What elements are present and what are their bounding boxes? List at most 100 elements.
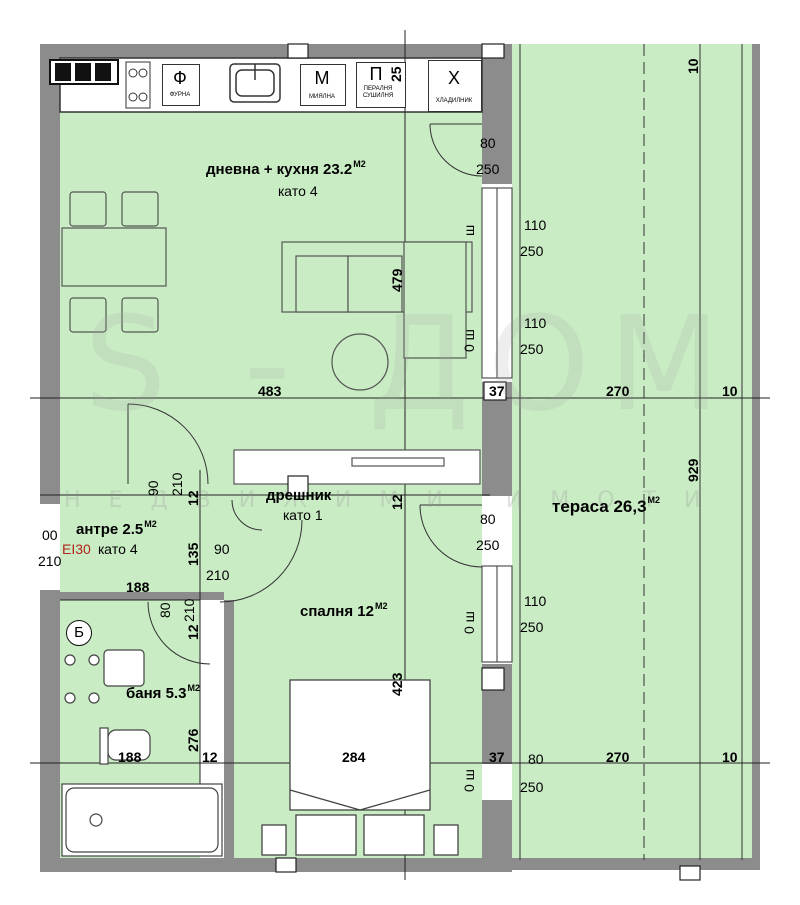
dishwasher-symbol: М xyxy=(314,68,330,88)
windows xyxy=(481,187,513,663)
dim-row1-b: 37 xyxy=(489,383,505,399)
hall-unit: M2 xyxy=(144,519,157,529)
bath-name: баня 5.3 xyxy=(126,685,187,702)
dim-win3-sill: 0 ш xyxy=(461,611,477,634)
dim-door2-h: 250 xyxy=(476,537,500,553)
fridge-box xyxy=(428,60,482,112)
dim-win2-sill: 0 ш xyxy=(461,329,477,352)
hall-fill xyxy=(60,492,232,600)
wall-terrace-bottom xyxy=(512,858,760,870)
sofa xyxy=(281,241,473,359)
oven-symbol: Ф xyxy=(173,68,187,88)
bath-fixtures xyxy=(61,649,223,857)
bed xyxy=(261,679,459,856)
wardrobe xyxy=(233,449,481,485)
dim-row2-270: 270 xyxy=(606,749,630,765)
closet-floor: кaто 1 xyxy=(283,507,323,523)
dim-living-depth: 479 xyxy=(389,268,405,292)
washer-symbol: П xyxy=(369,64,383,84)
bedroom-unit: M2 xyxy=(374,601,388,611)
dim-wall-12c: 12 xyxy=(185,624,201,640)
dim-win3-w: 110 xyxy=(524,593,547,609)
dining-set xyxy=(61,191,167,333)
wall-top xyxy=(40,44,512,58)
wall-right-2 xyxy=(482,382,512,496)
wall-left-lower xyxy=(40,590,60,872)
dim-bath-door-w: 80 xyxy=(157,602,173,618)
oven-box xyxy=(162,64,200,106)
wall-left xyxy=(40,44,60,504)
watermark-logo: S - ДОМ xyxy=(84,288,739,440)
living-room-unit: M2 xyxy=(353,159,366,169)
dim-door1-w: 80 xyxy=(480,135,496,151)
dim-win1-w: 110 xyxy=(524,217,547,233)
terrace-grid xyxy=(519,44,743,860)
dim-win3-h: 250 xyxy=(520,619,544,635)
oven-label: ФУРНА xyxy=(169,92,191,98)
wall-hall-bottom xyxy=(60,592,224,600)
terrace-name: тераса 26,3 xyxy=(552,497,647,516)
hall-floor: кaто 4 xyxy=(98,541,138,557)
watermark-tagline: НЕДВИЖИМИ ИМОТИ xyxy=(64,488,729,513)
dim-top-25: 25 xyxy=(388,66,404,82)
terrace-fill xyxy=(512,44,752,860)
dishwasher-box xyxy=(300,64,346,106)
wall-bath-right xyxy=(224,600,234,858)
dim-terrace-len: 929 xyxy=(685,458,701,482)
dim-row1-a: 483 xyxy=(258,383,282,399)
living-room-name: дневна + кухня 23.2 xyxy=(206,161,353,178)
bedroom-label: спалня 12M2 xyxy=(300,601,388,620)
kitchen-sink-icon xyxy=(229,63,281,103)
dim-bed-depth: 423 xyxy=(389,672,405,696)
dim-bath-276: 276 xyxy=(185,728,201,752)
bedroom-name: спалня 12 xyxy=(300,603,374,620)
hall-name: антре 2.5 xyxy=(76,521,144,538)
wall-terrace-right xyxy=(752,44,760,870)
dim-win1-h: 250 xyxy=(520,243,544,259)
dim-row2-12: 12 xyxy=(202,749,218,765)
dim-door2-w: 80 xyxy=(480,511,496,527)
dim-hall-door-w: 90 xyxy=(145,480,161,496)
dim-row2-284: 284 xyxy=(342,749,366,765)
closet-fill xyxy=(232,492,482,528)
living-room-floor: кaто 4 xyxy=(278,183,318,199)
bath-label: баня 5.3M2 xyxy=(126,683,200,702)
dim-wall-12a: 12 xyxy=(185,490,201,506)
hob-icon xyxy=(125,61,151,109)
dishwasher-label: МИЯЛНА xyxy=(309,94,335,100)
walls xyxy=(40,44,760,872)
dim-hall-135: 135 xyxy=(185,542,201,566)
dim-wall-12b: 12 xyxy=(389,494,405,510)
bath-symbol: Б xyxy=(66,620,92,646)
dim-row2-188: 188 xyxy=(118,749,142,765)
terrace-label: тераса 26,3M2 xyxy=(552,495,661,516)
kitchen-counter xyxy=(59,57,483,113)
hall-fire-rating: EI30 xyxy=(62,541,91,557)
dim-bed-door-w: 90 xyxy=(214,541,230,557)
vent-icon xyxy=(49,59,119,85)
terrace-unit: M2 xyxy=(647,495,661,505)
dim-win2-w: 110 xyxy=(524,315,547,331)
closet-label: дрешник xyxy=(266,487,332,504)
dim-row2-37: 37 xyxy=(489,749,505,765)
dim-win4-sill: 0 ш xyxy=(461,769,477,792)
bath-unit: M2 xyxy=(187,683,200,693)
door-arcs xyxy=(127,123,483,665)
dim-door3-w: 80 xyxy=(528,751,544,767)
dim-row1-c: 270 xyxy=(606,383,630,399)
dim-win2-h: 250 xyxy=(520,341,544,357)
dim-row2-10: 10 xyxy=(722,749,738,765)
dim-door1-h: 250 xyxy=(476,161,500,177)
dim-row1-d: 10 xyxy=(722,383,738,399)
dim-hall-left-b: 210 xyxy=(38,553,62,569)
dim-top-10: 10 xyxy=(685,58,701,74)
dim-hall-left-a: 00 xyxy=(42,527,58,543)
dim-hall-door-h: 210 xyxy=(169,472,185,496)
dim-win1-sill: ш xyxy=(461,224,477,236)
wall-right xyxy=(482,44,512,184)
washer-label: ПЕРАЛНЯ СУШИЛНЯ xyxy=(362,86,394,100)
coffee-table xyxy=(331,333,389,391)
dim-hall-188: 188 xyxy=(126,579,150,595)
dim-door3-h: 250 xyxy=(520,779,544,795)
